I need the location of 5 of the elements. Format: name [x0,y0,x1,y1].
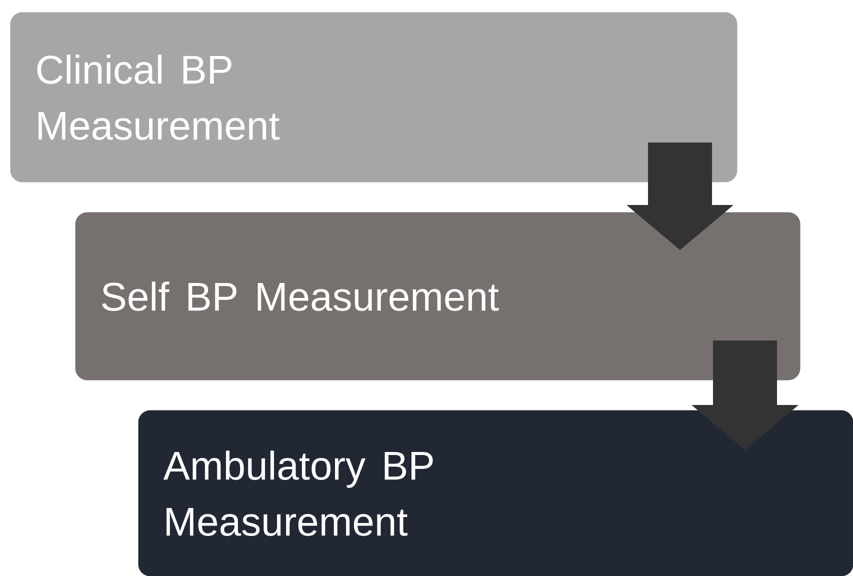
arrow [692,340,798,450]
process-box: Ambulatory BP Measurement [138,410,853,576]
process-box: Self BP Measurement [75,212,800,380]
arrow [626,142,734,250]
process-box: Clinical BP Measurement [10,12,738,182]
